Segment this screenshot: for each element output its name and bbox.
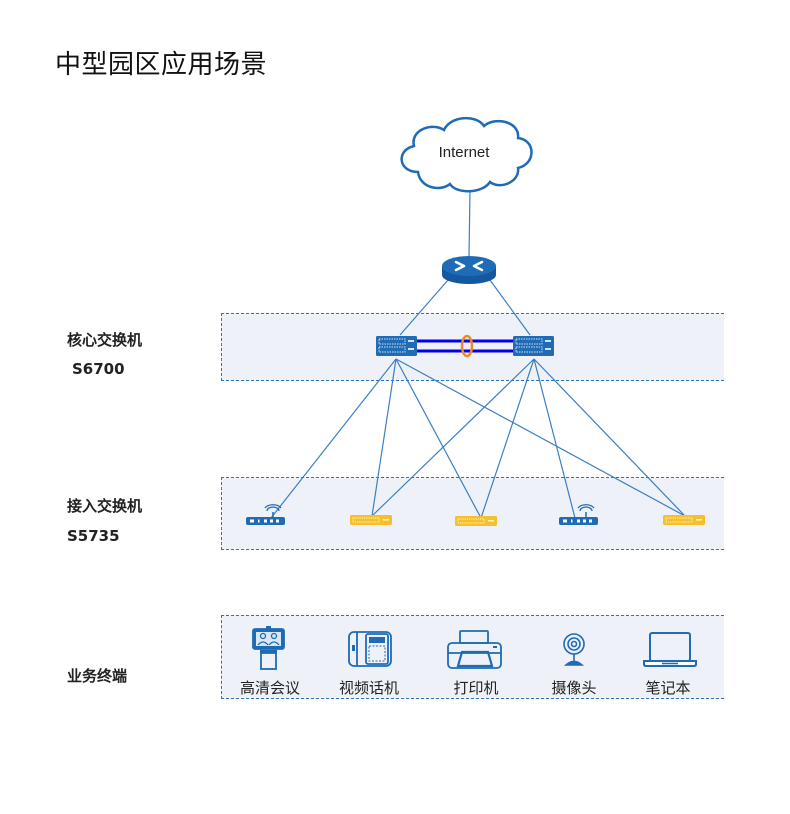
internet-router-link bbox=[468, 189, 471, 258]
core-left-access-2 bbox=[371, 358, 397, 517]
access-device-2 bbox=[350, 515, 392, 525]
access-device-1 bbox=[246, 504, 285, 525]
access-device-3 bbox=[455, 516, 497, 526]
core-right-access-2 bbox=[371, 358, 535, 517]
core-left-access-3 bbox=[395, 358, 482, 519]
video-phone-icon bbox=[348, 631, 392, 667]
connection-lines bbox=[270, 189, 686, 519]
core-left-access-5 bbox=[395, 358, 686, 517]
terminal-label: 笔记本 bbox=[645, 679, 690, 697]
switch-icon bbox=[455, 516, 497, 526]
router-core-right-link bbox=[489, 279, 531, 336]
router bbox=[442, 256, 496, 284]
page-title: 中型园区应用场景 bbox=[55, 50, 268, 80]
terminal-video-conference: 高清会议 bbox=[240, 626, 300, 697]
terminal-label: 摄像头 bbox=[551, 679, 596, 697]
core-right-access-4 bbox=[533, 358, 576, 519]
video-conference-icon bbox=[252, 626, 285, 670]
switch-icon bbox=[376, 336, 417, 356]
terminal-label: 视频话机 bbox=[339, 679, 399, 697]
printer-icon bbox=[447, 630, 502, 669]
terminal-zone bbox=[221, 615, 724, 699]
internet-cloud: Internet bbox=[400, 117, 533, 193]
access-tier-label: 接入交换机 bbox=[67, 497, 143, 515]
core-switch-left bbox=[376, 336, 417, 356]
terminal-label: 高清会议 bbox=[240, 679, 300, 697]
router-icon bbox=[442, 256, 496, 284]
terminal-video-phone: 视频话机 bbox=[339, 631, 399, 697]
stack-link bbox=[417, 334, 513, 358]
core-tier-model: S6700 bbox=[72, 360, 125, 378]
core-right-access-3 bbox=[480, 358, 535, 519]
terminal-printer: 打印机 bbox=[447, 630, 502, 697]
stack-ring-icon bbox=[460, 334, 474, 358]
access-zone bbox=[221, 477, 724, 550]
cloud-icon bbox=[400, 117, 533, 193]
core-left-access-1 bbox=[270, 358, 397, 519]
switch-icon bbox=[663, 515, 705, 525]
router-core-left-link bbox=[399, 279, 449, 336]
access-device-4 bbox=[559, 504, 598, 525]
wifi-ap-icon bbox=[559, 504, 598, 525]
core-right-access-5 bbox=[533, 358, 686, 517]
terminal-camera: 摄像头 bbox=[551, 633, 597, 697]
access-tier-model: S5735 bbox=[67, 527, 120, 545]
core-tier-label: 核心交换机 bbox=[67, 331, 143, 349]
switch-icon bbox=[513, 336, 554, 356]
wifi-ap-icon bbox=[246, 504, 285, 525]
laptop-icon bbox=[643, 632, 697, 667]
access-device-5 bbox=[663, 515, 705, 525]
internet-label: Internet bbox=[439, 144, 491, 161]
camera-icon bbox=[563, 633, 585, 666]
switch-icon bbox=[350, 515, 392, 525]
terminal-tier-label: 业务终端 bbox=[67, 667, 128, 685]
core-switch-right bbox=[513, 336, 554, 356]
terminal-laptop: 笔记本 bbox=[643, 632, 697, 697]
terminal-label: 打印机 bbox=[453, 679, 498, 697]
